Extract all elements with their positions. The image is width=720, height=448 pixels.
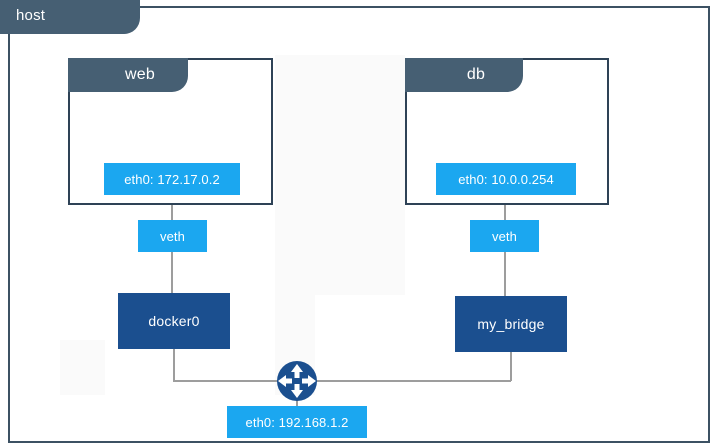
network-router-icon[interactable] bbox=[274, 360, 320, 402]
db-veth-interface[interactable]: veth bbox=[470, 220, 539, 252]
container-web-label: web bbox=[125, 66, 155, 83]
host-tab: host bbox=[0, 0, 140, 34]
web-eth0-interface[interactable]: eth0: 172.17.0.2 bbox=[104, 163, 240, 195]
web-veth-interface[interactable]: veth bbox=[138, 220, 207, 252]
host-frame bbox=[8, 6, 710, 443]
container-db-tab: db bbox=[405, 58, 523, 92]
host-eth0-interface[interactable]: eth0: 192.168.1.2 bbox=[227, 406, 367, 438]
container-db-label: db bbox=[466, 66, 486, 83]
host-label: host bbox=[16, 7, 46, 24]
bridge-docker0[interactable]: docker0 bbox=[118, 293, 230, 349]
container-web-tab: web bbox=[68, 58, 188, 92]
db-eth0-interface[interactable]: eth0: 10.0.0.254 bbox=[436, 163, 576, 195]
bridge-my-bridge[interactable]: my_bridge bbox=[455, 296, 567, 352]
